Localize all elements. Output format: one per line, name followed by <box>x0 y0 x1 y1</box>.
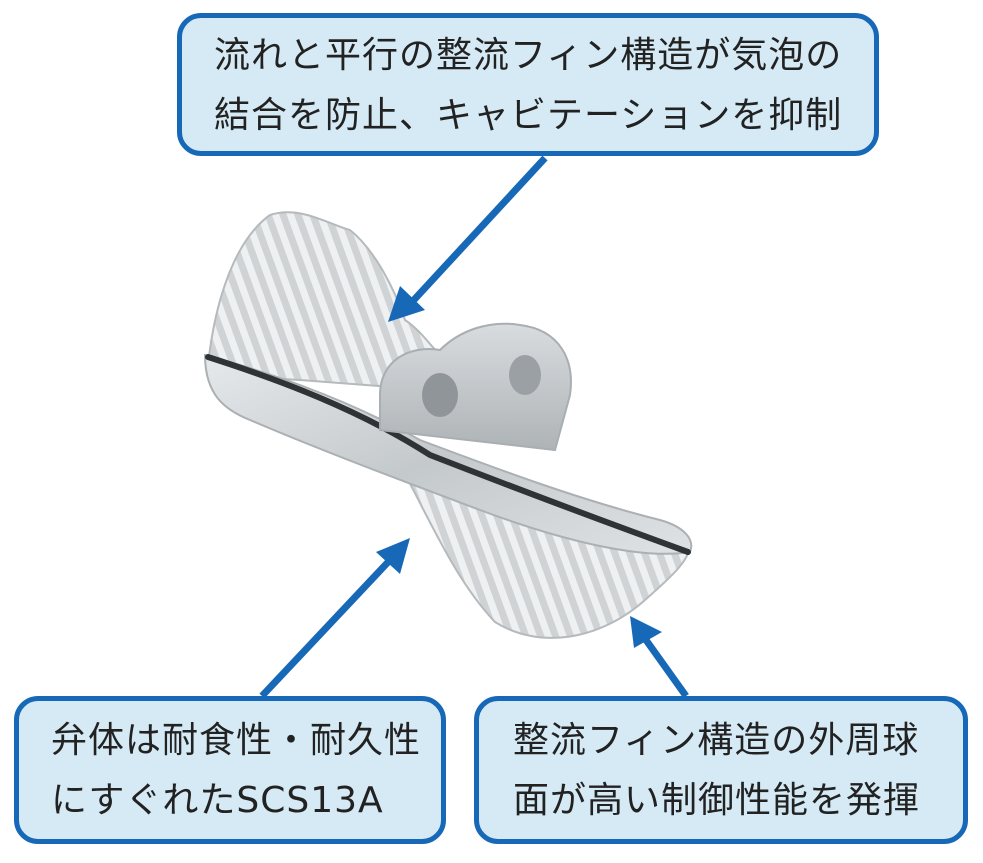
arrow-top-line <box>409 155 548 305</box>
callout-top-line-2: 結合を防止、キャビテーションを抑制 <box>214 95 843 136</box>
arrow-bottom-left-line <box>259 557 393 699</box>
callout-body-material: 弁体は耐食性・耐久性 にすぐれたSCS13A <box>14 696 446 844</box>
callout-spherical-surface: 整流フィン構造の外周球 面が高い制御性能を発揮 <box>474 696 968 844</box>
lug-hole-2 <box>509 355 541 395</box>
arrows <box>259 155 689 699</box>
callout-right-line-2: 面が高い制御性能を発揮 <box>513 780 921 821</box>
valve-upper-fins <box>206 211 442 392</box>
arrow-bottom-left-head <box>376 538 410 574</box>
valve-disc-illustration <box>203 211 693 639</box>
arrow-bottom-right-head <box>630 616 662 648</box>
callout-right-line-1: 整流フィン構造の外周球 <box>513 720 920 761</box>
callout-left-line-1: 弁体は耐食性・耐久性 <box>51 720 422 761</box>
callout-fin-structure: 流れと平行の整流フィン構造が気泡の 結合を防止、キャビテーションを抑制 <box>177 13 879 156</box>
arrow-top-head <box>388 286 425 322</box>
callout-top-line-1: 流れと平行の整流フィン構造が気泡の <box>214 35 843 76</box>
arrow-bottom-right-line <box>643 637 689 699</box>
seal-ring <box>205 354 691 555</box>
lug-hole <box>422 373 458 417</box>
callout-left-line-2: にすぐれたSCS13A <box>51 780 384 821</box>
